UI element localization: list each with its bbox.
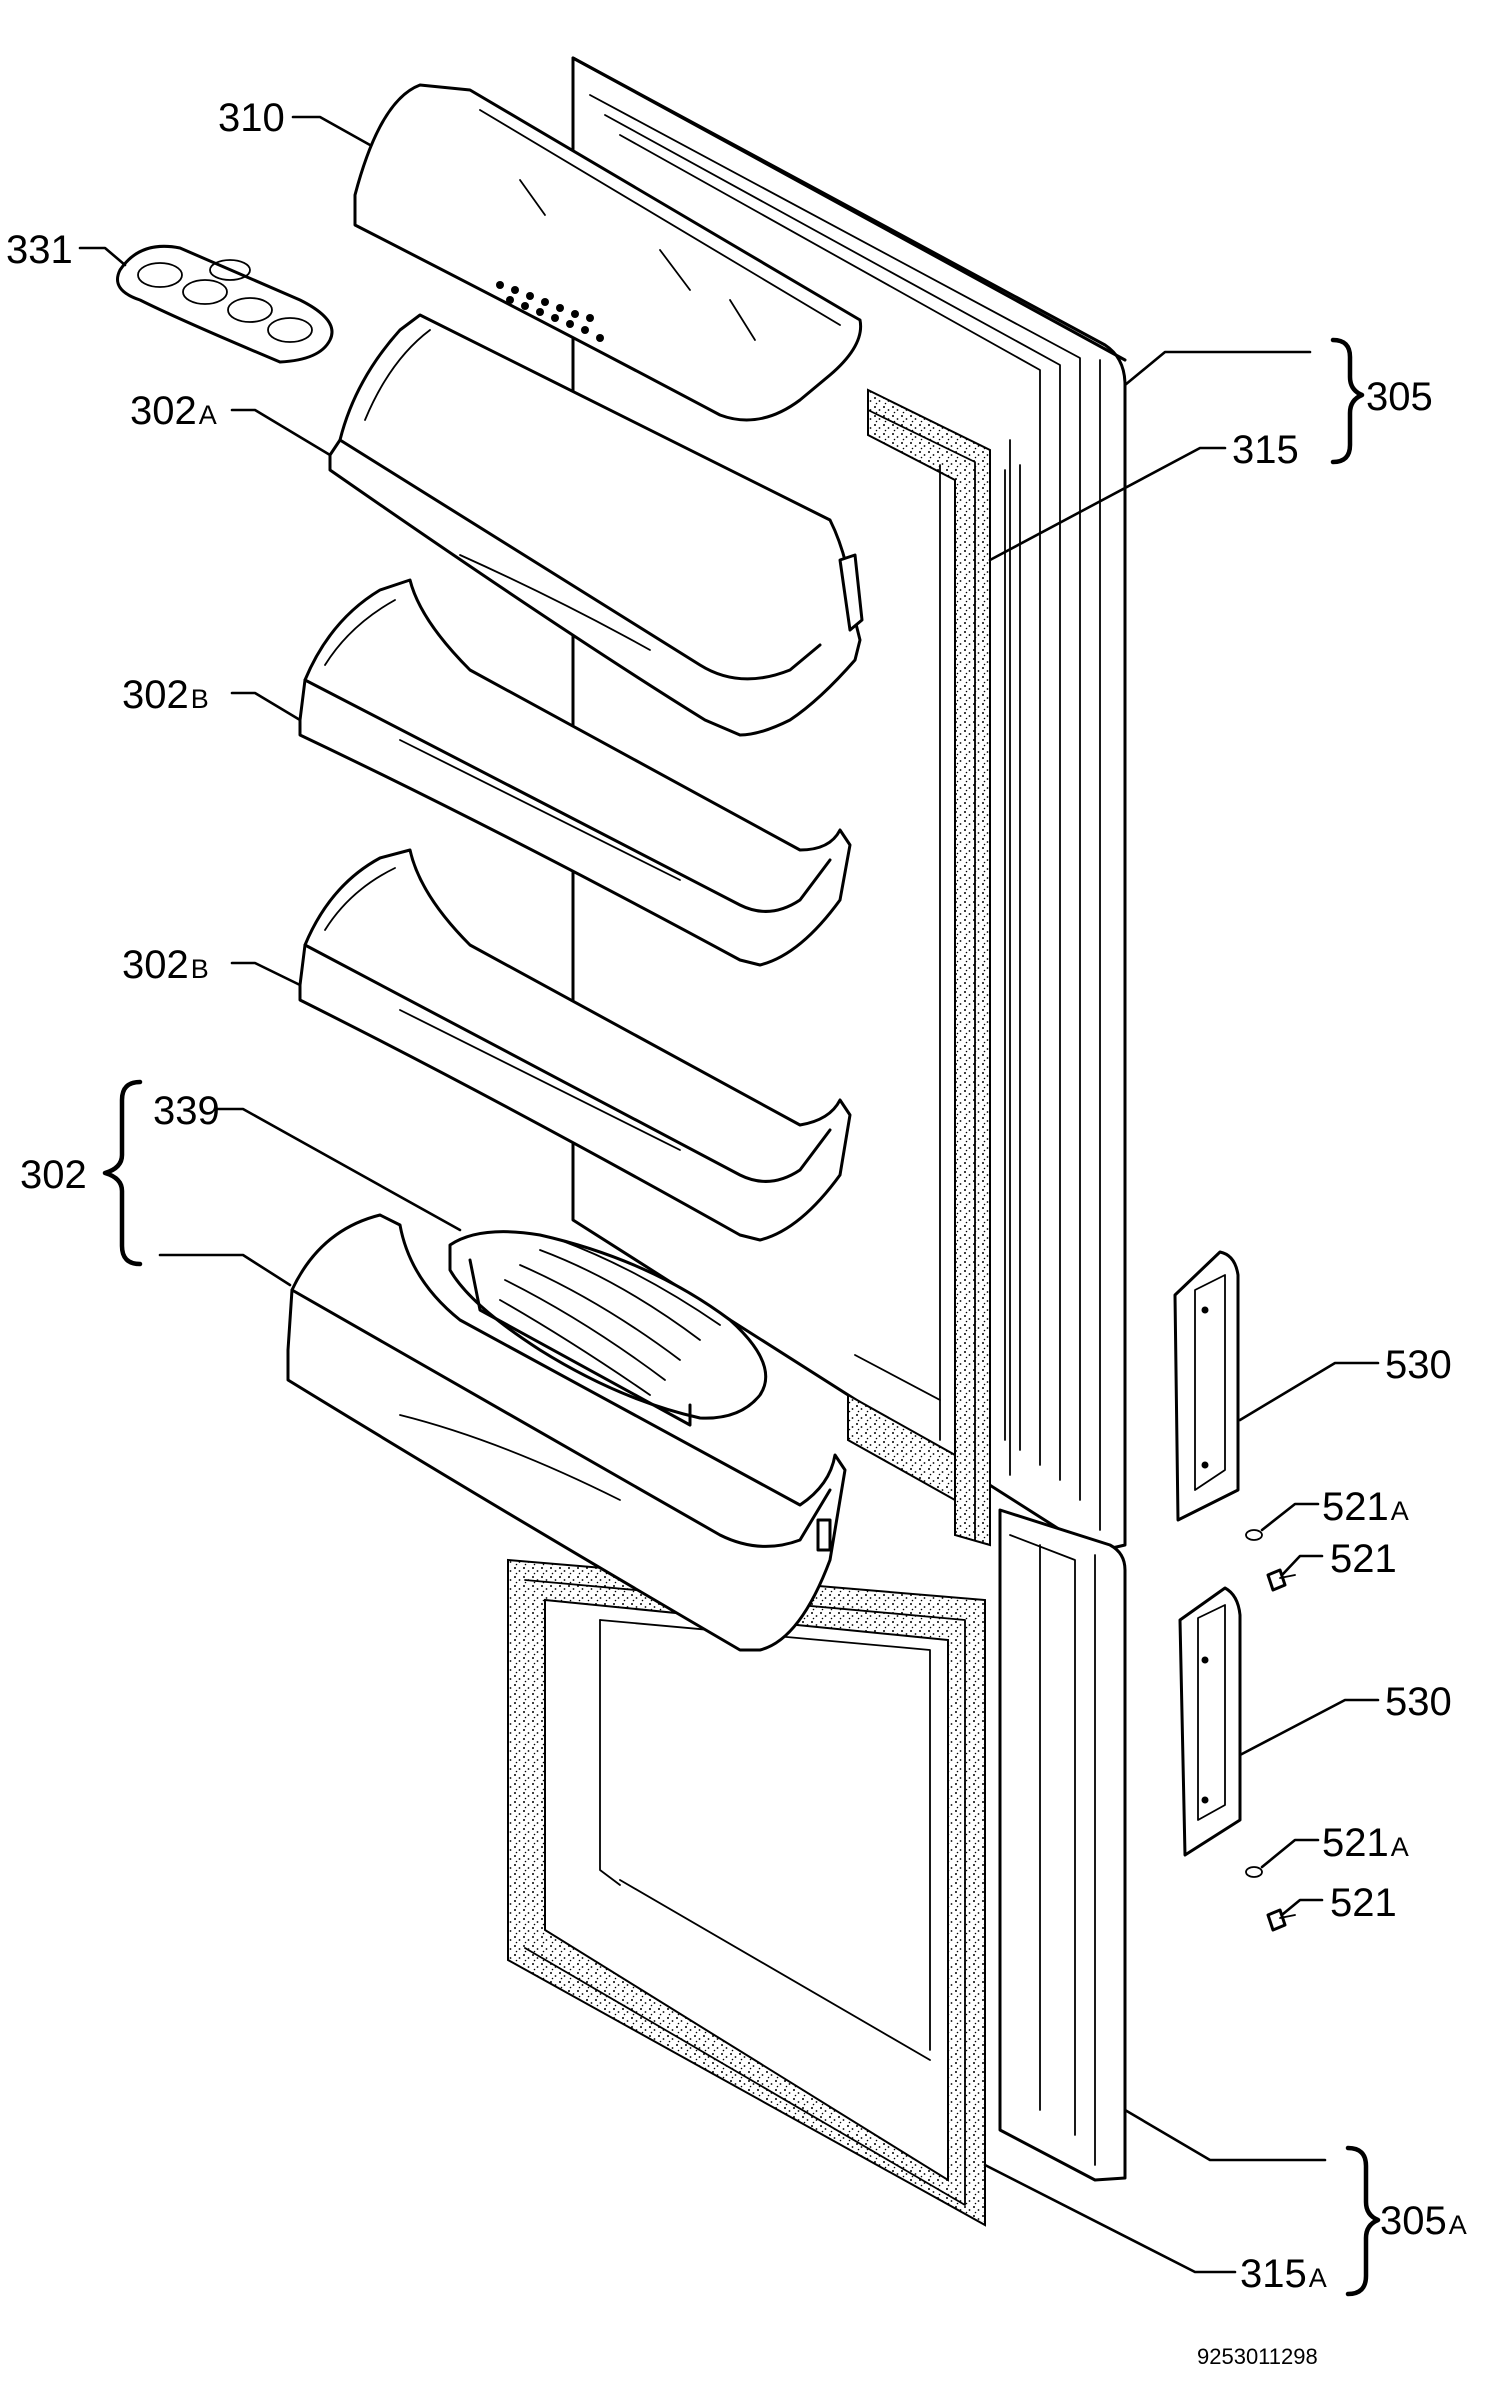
door-bin-302B-upper xyxy=(298,578,852,967)
label-331: 331 xyxy=(6,228,73,272)
brace-302 xyxy=(102,1079,143,1267)
lower-door xyxy=(507,1508,1127,2227)
bottle-holder-339 xyxy=(448,1230,768,1427)
handle-530-lower xyxy=(1178,1586,1242,1857)
label-521-upper: 521 xyxy=(1330,1537,1397,1581)
door-bin-302B-lower xyxy=(298,848,852,1242)
cover-vent-holes xyxy=(496,281,604,342)
label-310: 310 xyxy=(218,96,285,140)
label-305: 305 xyxy=(1366,375,1433,419)
label-315A: 315A xyxy=(1240,2252,1327,2296)
leader-lines xyxy=(78,115,1380,2274)
label-302B-lower: 302B xyxy=(122,943,209,987)
label-339: 339 xyxy=(153,1089,220,1133)
screws xyxy=(1245,1529,1296,1932)
label-315: 315 xyxy=(1232,428,1299,472)
diagram-code: 9253011298 xyxy=(1197,2344,1318,2369)
label-305A: 305A xyxy=(1380,2199,1467,2243)
label-530-upper: 530 xyxy=(1385,1343,1452,1387)
label-530-lower: 530 xyxy=(1385,1680,1452,1724)
label-521-lower: 521 xyxy=(1330,1881,1397,1925)
label-521A-upper: 521A xyxy=(1322,1485,1409,1529)
label-302A: 302A xyxy=(130,389,217,433)
brace-305 xyxy=(1330,337,1365,465)
door-bin-302A xyxy=(328,313,864,737)
brace-305A xyxy=(1345,2145,1381,2297)
bin-cover-310 xyxy=(353,83,863,422)
lower-door-gasket xyxy=(507,1558,986,2227)
bottle-bin-302 xyxy=(286,1213,847,1652)
label-521A-lower: 521A xyxy=(1322,1821,1409,1865)
handle-530-upper xyxy=(1173,1250,1240,1522)
label-302: 302 xyxy=(20,1153,87,1197)
egg-tray-331 xyxy=(116,244,334,364)
label-302B-upper: 302B xyxy=(122,673,209,717)
